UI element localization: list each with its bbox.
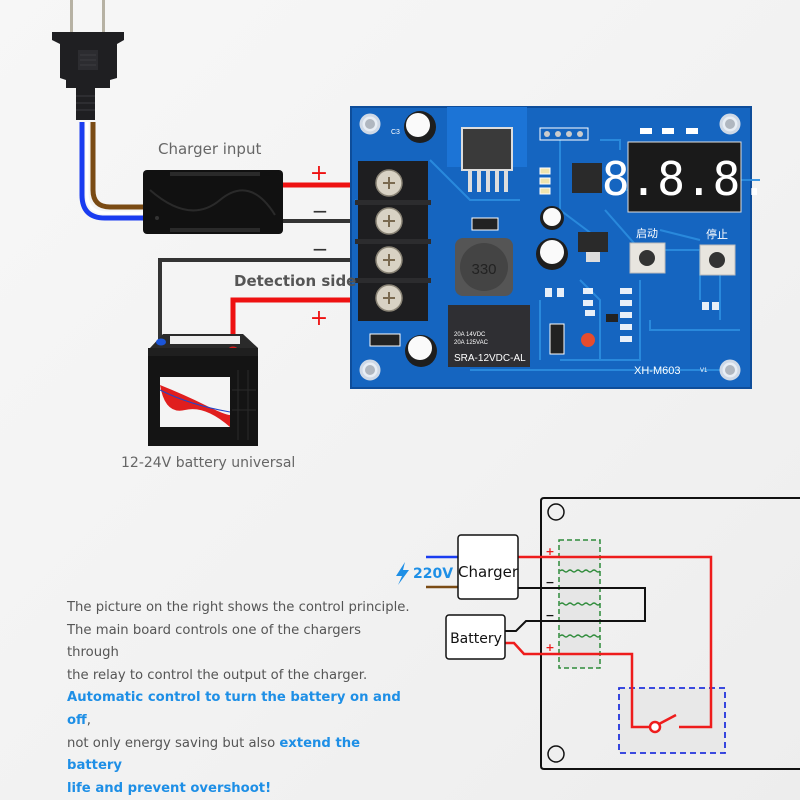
schematic-sign-2: − — [545, 576, 554, 589]
description-line: the relay to control the output of the c… — [67, 667, 368, 683]
description-line: The picture on the right shows the contr… — [67, 600, 410, 615]
schematic-mount-hole — [547, 745, 565, 763]
schematic-sign-4: + — [545, 641, 554, 654]
description-line: not only energy saving but also extend t… — [67, 735, 361, 774]
control-principle-schematic — [396, 497, 800, 770]
svg-text:20A 14VDC: 20A 14VDC — [454, 332, 486, 338]
description-paragraph: The picture on the right shows the contr… — [67, 597, 412, 800]
board-model: XH-M603 — [634, 365, 680, 377]
wire-white — [85, 122, 145, 215]
board-version: V1 — [700, 368, 708, 374]
description-line: Automatic control to turn the battery on… — [67, 690, 401, 728]
schematic-sign-3: − — [545, 609, 554, 622]
battery-caption: 12-24V battery universal — [121, 455, 296, 471]
schematic-sign-1: + — [545, 545, 554, 558]
schematic-battery-box — [445, 614, 506, 660]
highlight-text: Automatic control to turn the battery on… — [67, 690, 401, 728]
schematic-voltage-label: 220V — [413, 566, 453, 582]
schematic-battery-positive — [505, 641, 654, 729]
wire-brown — [90, 122, 145, 210]
charger-adapter-icon — [143, 170, 283, 234]
highlight-text: extend the battery — [67, 735, 361, 774]
stop-button-label: 停止 — [706, 227, 728, 241]
schematic-battery-label: Battery — [450, 631, 502, 647]
car-battery-icon — [148, 334, 258, 446]
relay-switch-contact — [648, 720, 662, 734]
charger-input-label: Charger input — [158, 140, 262, 158]
lightning-bolt-icon — [396, 562, 409, 585]
schematic-mount-hole — [547, 503, 565, 521]
highlight-text: life and prevent overshoot! — [67, 780, 272, 796]
battery-negative-wire — [158, 258, 380, 345]
seven-segment-display: 8.8.8. — [602, 152, 768, 206]
charger-plus-sign: + — [310, 161, 328, 186]
relay: 20A 14VDC 20A 125VAC SRA-12VDC-AL — [448, 305, 530, 367]
svg-text:20A 125VAC: 20A 125VAC — [454, 340, 489, 346]
plug-prong-right — [102, 0, 105, 33]
relay-switch-blade — [658, 713, 677, 726]
start-button-label: 启动 — [636, 227, 658, 240]
battery-positive-wire — [230, 297, 380, 348]
schematic-charger-positive — [518, 555, 713, 729]
schematic-charger-label: Charger — [458, 563, 519, 581]
description-line: life and prevent overshoot! — [67, 778, 412, 800]
power-plug-icon — [52, 32, 124, 120]
schematic-board-outline — [540, 497, 800, 770]
schematic-charger-box — [457, 534, 519, 600]
inductor-330: 330 — [455, 238, 513, 296]
screw-terminal-block — [355, 161, 431, 321]
charger-minus-sign: − — [312, 199, 329, 223]
svg-text:SRA-12VDC-AL: SRA-12VDC-AL — [454, 353, 526, 364]
svg-text:C3: C3 — [391, 129, 400, 136]
start-button[interactable] — [629, 242, 666, 274]
description-line: The main board controls one of the charg… — [67, 622, 362, 661]
schematic-relay-box — [618, 687, 726, 754]
svg-text:330: 330 — [471, 261, 496, 278]
battery-plus-sign: + — [310, 306, 328, 331]
stop-button[interactable] — [699, 244, 736, 276]
battery-minus-sign: − — [312, 237, 329, 261]
detection-side-label: Detection side — [234, 272, 357, 290]
xh-m603-board: C3 8.8.8. 330 启动 — [350, 106, 768, 389]
schematic-negative-loop — [505, 587, 646, 632]
wire-blue — [79, 122, 145, 221]
plug-prong-left — [70, 0, 73, 33]
